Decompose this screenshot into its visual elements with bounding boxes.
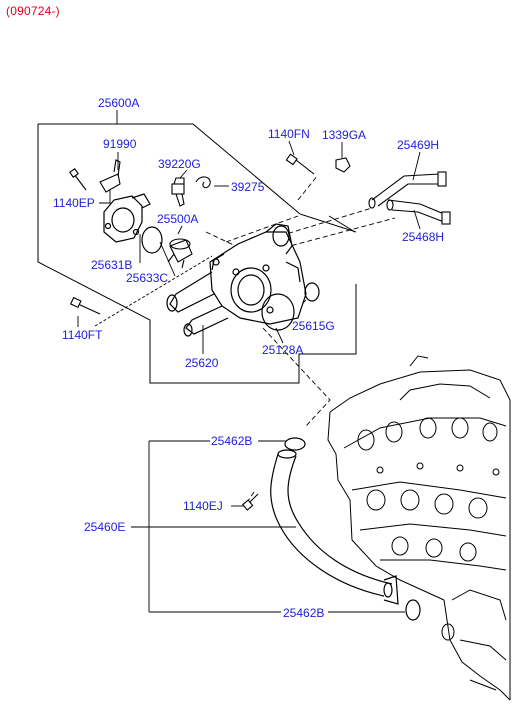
hose-25469H [368, 171, 447, 209]
part-label-1140EJ[interactable]: 1140EJ [183, 499, 223, 513]
nut-1339GA [335, 157, 351, 173]
part-label-25615G[interactable]: 25615G [292, 319, 335, 333]
clip-39275 [195, 176, 211, 189]
hose-25468H [386, 199, 451, 225]
gasket-25128A [261, 293, 295, 331]
clamp-25462B-bottom [405, 599, 421, 621]
sensor-39220G [171, 177, 185, 207]
part-label-25600A[interactable]: 25600A [98, 96, 140, 110]
gasket-25633C [141, 226, 163, 254]
part-label-25469H[interactable]: 25469H [397, 138, 440, 152]
assembly-path-lines [205, 174, 396, 505]
bolt-1140FN [285, 153, 315, 175]
part-label-25460E[interactable]: 25460E [84, 520, 126, 534]
hose-25460E [270, 449, 399, 605]
part-label-25462B-bottom[interactable]: 25462B [283, 606, 325, 620]
part-label-25633C[interactable]: 25633C [126, 271, 169, 285]
thermostat-housing [166, 223, 307, 337]
part-label-91990[interactable]: 91990 [103, 137, 137, 151]
part-label-39275[interactable]: 39275 [231, 180, 265, 194]
part-label-1140EP[interactable]: 1140EP [53, 196, 95, 210]
date-code: (090724-) [6, 4, 60, 18]
bolt-1140EP [69, 168, 87, 191]
engine-block [327, 355, 511, 701]
part-label-1339GA[interactable]: 1339GA [322, 128, 367, 142]
bracket-91990 [99, 159, 121, 193]
bolt-1140FT [69, 296, 101, 315]
clamp-25462B-top [284, 437, 306, 451]
part-label-25620[interactable]: 25620 [185, 356, 219, 370]
assembly-boundary [37, 123, 357, 384]
part-label-25128A[interactable]: 25128A [262, 343, 304, 357]
part-label-25631B[interactable]: 25631B [91, 258, 133, 272]
o-ring-25615G [304, 282, 320, 302]
leader-lines [77, 110, 421, 613]
part-label-25468H[interactable]: 25468H [402, 230, 445, 244]
part-label-25500A[interactable]: 25500A [157, 212, 199, 226]
part-label-1140FN[interactable]: 1140FN [268, 127, 310, 141]
part-label-1140FT[interactable]: 1140FT [62, 328, 103, 342]
part-label-39220G[interactable]: 39220G [158, 157, 201, 171]
part-label-25462B-top[interactable]: 25462B [211, 434, 253, 448]
bolt-1140EJ [241, 493, 259, 511]
cover-25631B [103, 193, 151, 243]
thermostat-25500A [167, 238, 193, 269]
